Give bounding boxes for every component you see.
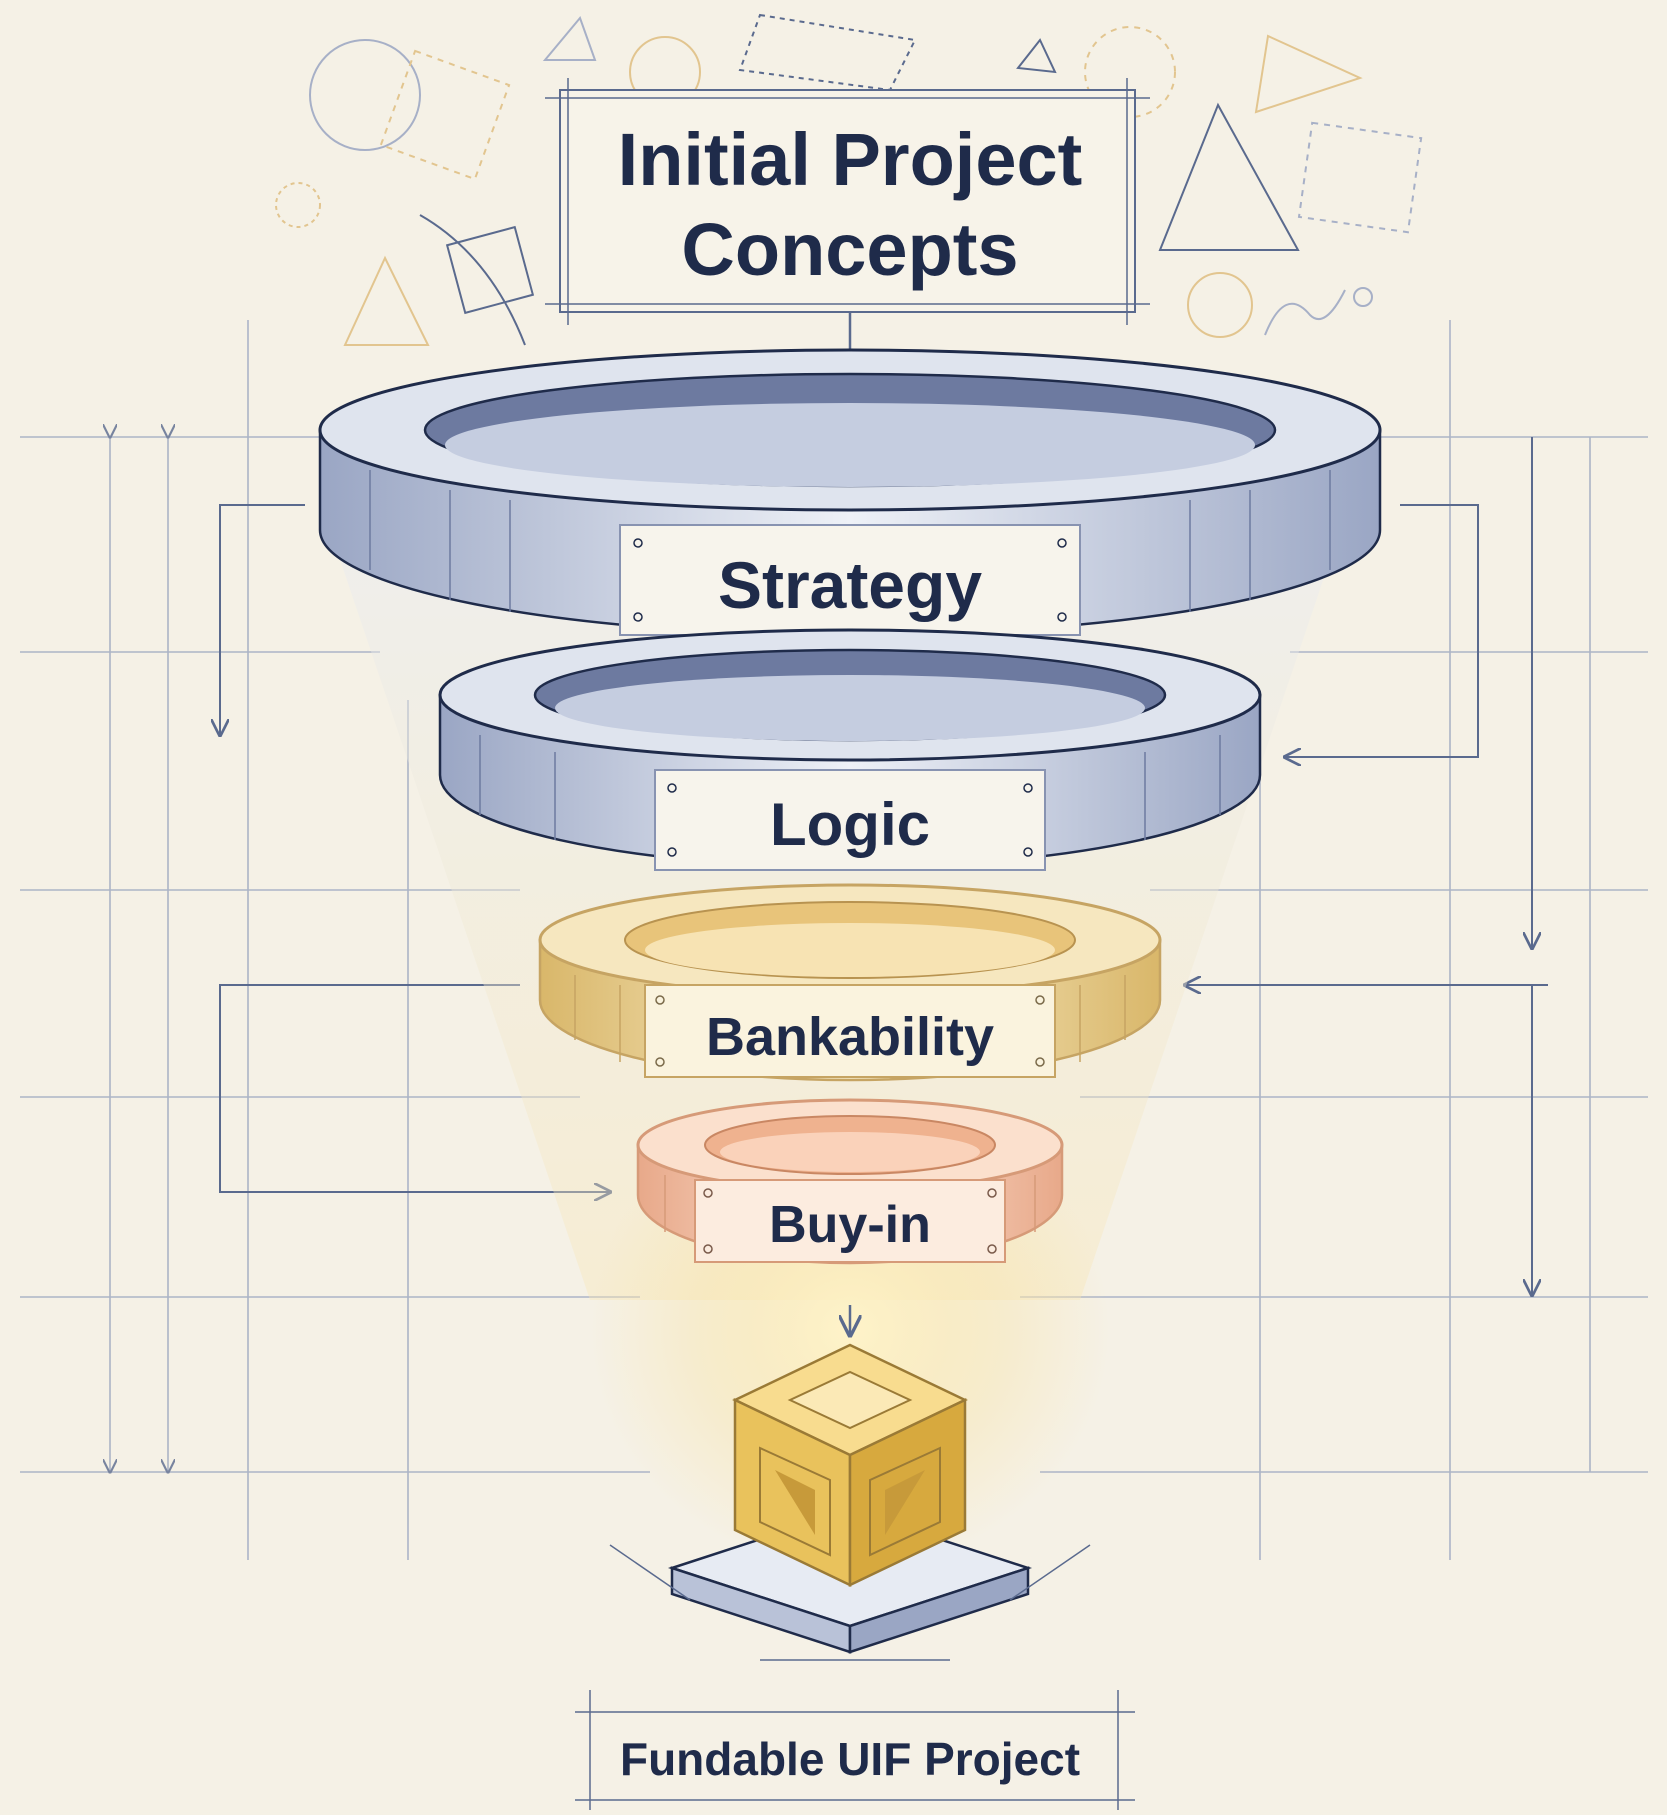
stage-label-strategy: Strategy bbox=[718, 548, 982, 622]
stage-label-bankability: Bankability bbox=[706, 1007, 994, 1067]
fundable-project-cube-icon bbox=[609, 1343, 1091, 1661]
initial-concepts-line1: Initial Project bbox=[618, 118, 1083, 201]
blueprint-grid bbox=[20, 320, 1648, 1560]
sketch-shapes bbox=[275, 13, 1423, 346]
feedback-loop-arrows bbox=[220, 437, 1548, 1295]
fundable-project-label: Fundable UIF Project bbox=[620, 1733, 1080, 1785]
initial-concepts-box: Initial Project Concepts bbox=[545, 78, 1150, 325]
stage-ring-strategy: Strategy bbox=[318, 348, 1382, 637]
stage-label-logic: Logic bbox=[770, 791, 930, 858]
initial-concepts-line2: Concepts bbox=[681, 208, 1018, 291]
stage-ring-logic: Logic bbox=[438, 628, 1262, 871]
stage-label-buy-in: Buy-in bbox=[769, 1196, 931, 1254]
stage-ring-bankability: Bankability bbox=[538, 883, 1162, 1082]
stage-ring-buy-in: Buy-in bbox=[636, 1098, 1064, 1265]
fundable-project-box: Fundable UIF Project bbox=[575, 1690, 1135, 1810]
